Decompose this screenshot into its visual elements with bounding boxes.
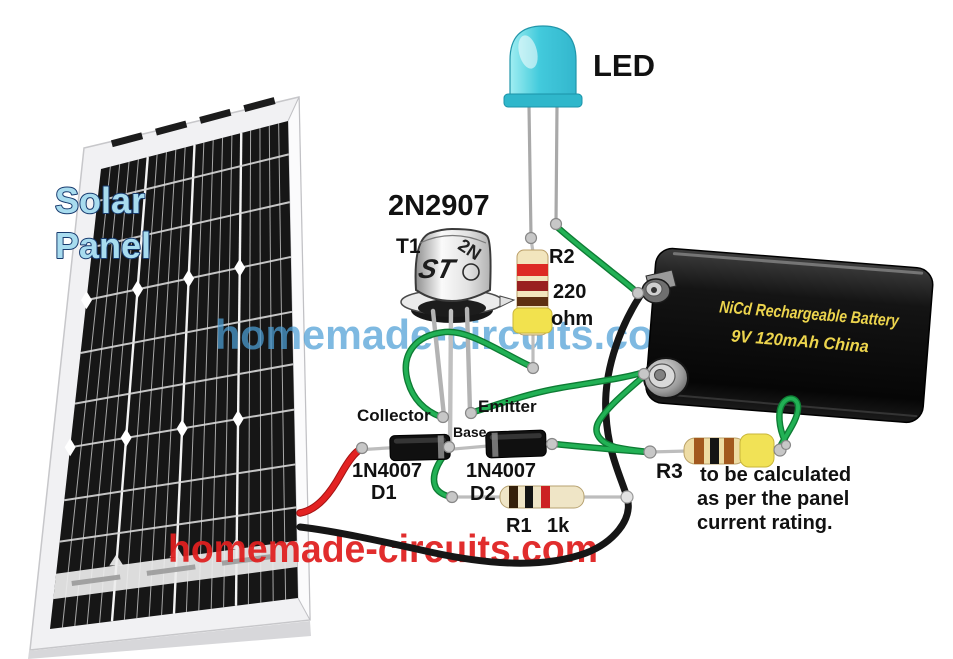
resistor-r2 — [512, 237, 553, 368]
solar-panel — [28, 96, 311, 659]
d1-part-label: 1N4007 — [352, 460, 422, 482]
joint-battery-bottom — [637, 367, 651, 381]
transistor-part-label: 2N2907 — [388, 190, 490, 222]
joint-d2-cathode — [545, 437, 559, 451]
resistor-r3 — [648, 433, 781, 468]
solar-panel-label-line2: Panel — [55, 225, 151, 266]
battery: NiCd Rechargeable Battery 9V 120mAh Chin… — [641, 247, 934, 424]
r2-ref-label: R2 — [549, 246, 575, 268]
joint-d1-anode — [355, 441, 369, 455]
joint-r3-left — [643, 445, 657, 459]
d2-ref-label: D2 — [470, 483, 496, 505]
led-dome — [509, 25, 577, 97]
joint-collector — [436, 410, 450, 424]
transistor-ref-label: T1 — [396, 235, 421, 258]
wires — [296, 226, 798, 567]
r1-value-label: 1k — [547, 515, 570, 537]
led-leg-anode — [527, 104, 533, 239]
r1-ref-label: R1 — [506, 515, 532, 537]
base-label: Base — [453, 424, 487, 440]
wire-red-positive — [297, 446, 364, 516]
r3-ref-label: R3 — [656, 460, 683, 483]
solder-joints — [355, 217, 792, 504]
wire-black-negative — [296, 292, 644, 567]
joint-r1-black-wire — [620, 490, 634, 504]
joint-battery-top — [631, 286, 645, 300]
collector-label: Collector — [357, 406, 431, 425]
joint-pigtail-tip — [780, 439, 792, 451]
d1-ref-label: D1 — [371, 482, 397, 504]
joint-base — [442, 440, 456, 454]
solar-panel-label-line1: Solar — [55, 180, 145, 221]
joint-led-anode — [524, 231, 538, 245]
battery-terminal-top — [641, 269, 677, 304]
r3-note-line3: current rating. — [697, 512, 833, 534]
labels: Solar Panel LED 2N2907 T1 Collector Emit… — [54, 48, 851, 537]
transistor-can — [414, 227, 492, 303]
solar-panel-grid — [53, 97, 298, 628]
transistor-2n2907: ST 2N — [400, 227, 516, 449]
led — [503, 25, 583, 239]
solar-panel-bottom-lip — [28, 621, 311, 659]
joint-emitter — [464, 406, 478, 420]
transistor-leg-collector — [430, 308, 447, 419]
r3-note-line2: as per the panel — [697, 488, 849, 510]
diode-d1 — [362, 433, 453, 462]
r3-note-line1: to be calculated — [700, 464, 851, 486]
emitter-label: Emitter — [478, 397, 537, 416]
joint-r2-bottom — [526, 361, 540, 375]
d2-part-label: 1N4007 — [466, 460, 536, 482]
r2-value-line1: 220 — [553, 281, 586, 303]
resistor-r1 — [450, 485, 626, 509]
joint-r1-left — [445, 490, 459, 504]
r2-value-line2: ohm — [551, 308, 593, 330]
led-leg-cathode — [554, 104, 559, 225]
led-label: LED — [593, 48, 655, 83]
led-flange — [503, 93, 583, 108]
battery-terminal-bottom — [643, 357, 689, 399]
transistor-leg-emitter — [464, 306, 473, 415]
joint-led-cathode — [549, 217, 563, 231]
